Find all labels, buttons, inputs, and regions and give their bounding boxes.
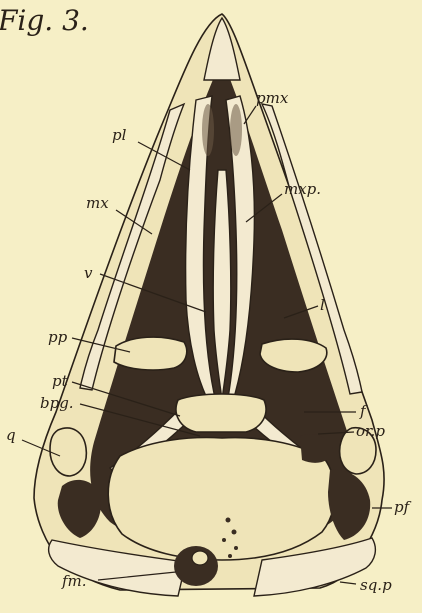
foramen-dot	[234, 546, 238, 550]
occipital-condyle	[192, 551, 208, 565]
label-sqp: sq.p	[360, 576, 392, 594]
label-pf: pf	[394, 498, 412, 516]
palatine-process-left	[114, 337, 187, 370]
basipterygoid	[176, 394, 266, 432]
label-v: v	[84, 264, 93, 282]
label-l: l	[320, 296, 325, 314]
quadrate-left	[50, 428, 86, 476]
figure-title: Fig. 3.	[0, 4, 89, 37]
foramen-dot	[222, 538, 226, 542]
basicranium	[108, 438, 335, 560]
foramen-dot	[226, 518, 231, 523]
label-pl: pl	[112, 126, 127, 144]
narial-opening-right	[230, 104, 242, 156]
foramen-dot	[228, 554, 232, 558]
leader-sqp	[340, 582, 356, 584]
label-pp: pp	[48, 328, 68, 346]
label-orp: or.p	[356, 422, 385, 440]
label-pmx: pmx	[256, 89, 289, 107]
skull-drawing	[34, 14, 384, 596]
label-bpg: bpg.	[40, 394, 74, 412]
foramen-dot	[232, 530, 237, 535]
label-mxp: mxp.	[284, 180, 321, 198]
label-mx: mx	[86, 194, 109, 212]
label-fm: fm.	[61, 572, 87, 590]
label-q: q	[6, 426, 16, 444]
label-pt: pt	[52, 372, 69, 390]
narial-opening-left	[202, 104, 214, 156]
